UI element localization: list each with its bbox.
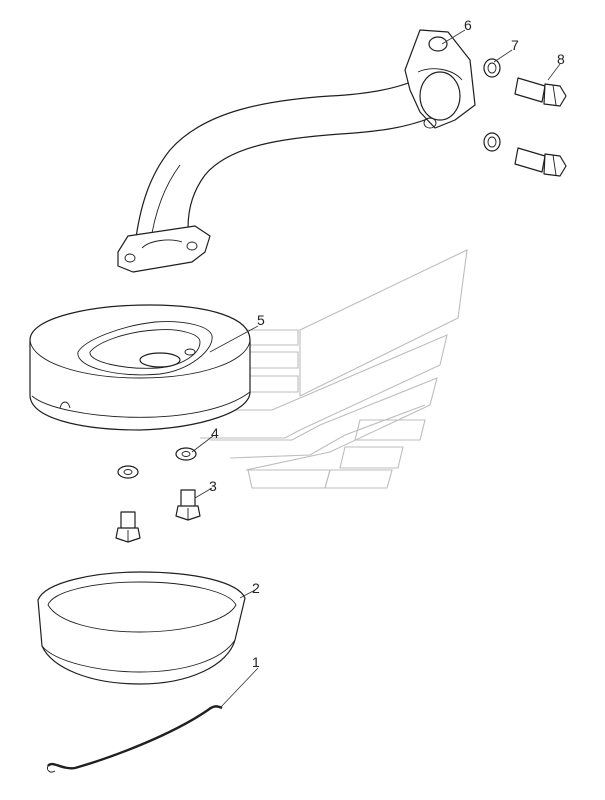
part-2-strainer-ring: [37, 571, 246, 685]
part-4-washers: [117, 447, 197, 479]
leader-lines: [191, 29, 561, 709]
part-6-suction-pipe: [117, 29, 476, 273]
callout-labels: 1 2 3 4 5 6 7 8: [209, 17, 565, 670]
callout-3: 3: [209, 478, 217, 494]
callout-5: 5: [257, 312, 265, 328]
callout-4: 4: [211, 425, 219, 441]
part-1-retaining-wire: [47, 705, 223, 773]
callout-7: 7: [511, 37, 519, 53]
part-3-bolts: [115, 489, 201, 543]
part-8-bolts: [514, 77, 567, 177]
part-5-strainer-housing: [29, 304, 251, 431]
callout-8: 8: [557, 51, 565, 67]
callout-6: 6: [464, 17, 472, 33]
watermark-logo: [182, 249, 468, 489]
callout-2: 2: [252, 580, 260, 596]
callout-1: 1: [252, 654, 260, 670]
part-7-washers: [483, 58, 501, 152]
